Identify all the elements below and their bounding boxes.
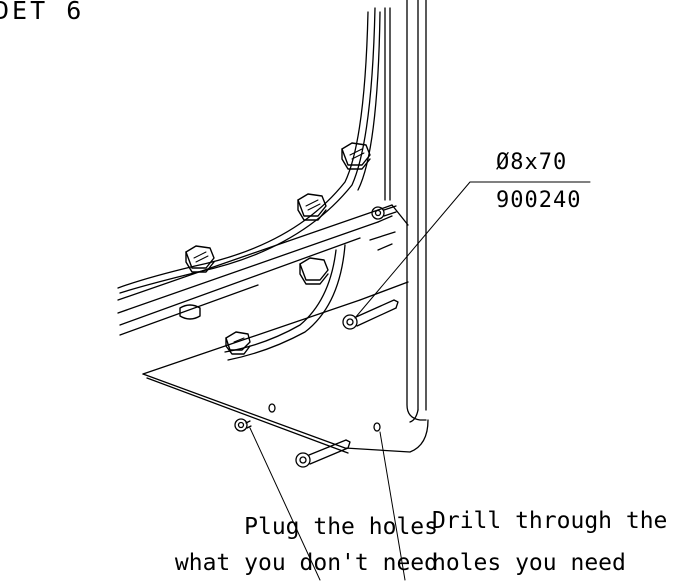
plug-note-line1: Plug the holes [244, 514, 438, 540]
plug-note-line2: what you don't need [174, 550, 438, 576]
hex-nut [185, 245, 215, 273]
hex-nuts [179, 142, 371, 355]
plate-holes [268, 403, 381, 432]
hex-nut [225, 331, 251, 355]
drill-note-line2: holes you need [432, 550, 626, 576]
hex-nut [299, 257, 329, 285]
long-screw-lower [295, 439, 351, 468]
leader-lines [249, 181, 591, 581]
long-screw-upper [342, 299, 399, 330]
curved-rim [117, 7, 381, 361]
hex-nut [297, 193, 327, 221]
horizontal-beam [117, 204, 393, 336]
hex-nut [179, 304, 201, 320]
hex-nut [341, 142, 371, 170]
drill-note-line1: Drill through the [432, 508, 668, 534]
screw-dimension-label: Ø8x70 [496, 150, 568, 175]
side-bolt [371, 205, 397, 220]
plug [234, 418, 252, 432]
corner-plate [142, 204, 429, 454]
vertical-post [384, 0, 427, 423]
screw-part-number-label: 900240 [496, 188, 582, 213]
detail-title: DET 6 [0, 0, 85, 25]
